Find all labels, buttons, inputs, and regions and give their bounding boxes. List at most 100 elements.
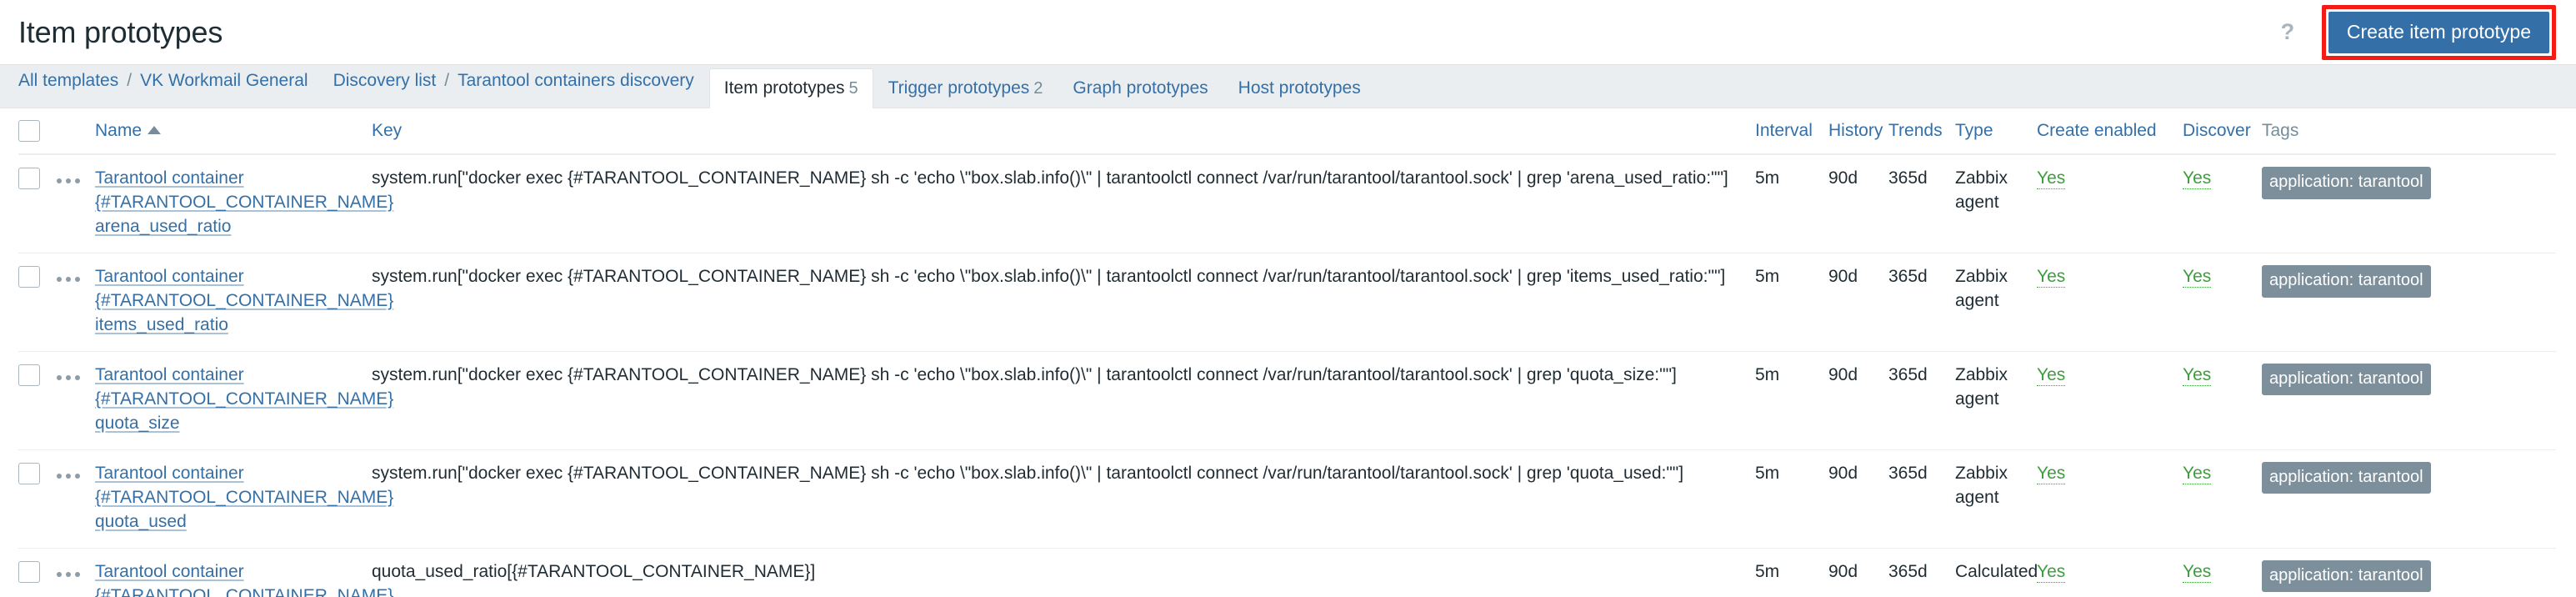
row-select-cell	[18, 449, 57, 549]
item-interval-cell: 5m	[1755, 154, 1828, 253]
row-checkbox[interactable]	[18, 266, 40, 288]
create-item-prototype-button[interactable]: Create item prototype	[2328, 11, 2549, 53]
item-history-cell: 90d	[1828, 154, 1888, 253]
select-all-header	[18, 108, 57, 155]
create-enabled-toggle[interactable]: Yes	[2037, 266, 2066, 288]
discover-toggle[interactable]: Yes	[2183, 364, 2212, 386]
row-context-menu-icon[interactable]	[57, 171, 80, 183]
item-name-link[interactable]: Tarantool container {#TARANTOOL_CONTAINE…	[95, 266, 394, 334]
trends-header[interactable]: Trends	[1888, 108, 1955, 155]
tag-badge[interactable]: application: tarantool	[2262, 559, 2431, 593]
item-interval-cell: 5m	[1755, 449, 1828, 549]
item-key-cell: system.run["docker exec {#TARANTOOL_CONT…	[372, 351, 1755, 450]
help-question-icon[interactable]: ?	[2280, 19, 2295, 44]
create-enabled-toggle[interactable]: Yes	[2037, 364, 2066, 386]
breadcrumb-separator: /	[127, 71, 133, 90]
discover-cell: Yes	[2183, 154, 2262, 253]
create-enabled-toggle[interactable]: Yes	[2037, 561, 2066, 583]
item-key-text: quota_used_ratio[{#TARANTOOL_CONTAINER_N…	[372, 561, 816, 581]
item-trends-cell: 365d	[1888, 253, 1955, 352]
page-header: Item prototypes ? Create item prototype	[0, 0, 2576, 64]
item-name-link[interactable]: Tarantool container {#TARANTOOL_CONTAINE…	[95, 561, 394, 597]
item-name-link[interactable]: Tarantool container {#TARANTOOL_CONTAINE…	[95, 364, 394, 433]
tab-trigger-prototypes-count: 2	[1033, 78, 1043, 98]
item-type-value: Zabbix agent	[1955, 266, 2008, 310]
discover-toggle[interactable]: Yes	[2183, 266, 2212, 288]
create-enabled-toggle[interactable]: Yes	[2037, 168, 2066, 189]
row-menu-cell	[57, 548, 95, 597]
item-type-cell: Zabbix agent	[1955, 351, 2037, 450]
name-header[interactable]: Name	[95, 108, 372, 155]
discover-toggle[interactable]: Yes	[2183, 561, 2212, 583]
create-enabled-cell: Yes	[2037, 154, 2183, 253]
item-key-cell: system.run["docker exec {#TARANTOOL_CONT…	[372, 154, 1755, 253]
item-history-value: 90d	[1828, 168, 1858, 188]
type-header[interactable]: Type	[1955, 108, 2037, 155]
item-interval-value: 5m	[1755, 561, 1780, 581]
item-name-link[interactable]: Tarantool container {#TARANTOOL_CONTAINE…	[95, 168, 394, 236]
discover-header[interactable]: Discover	[2183, 108, 2262, 155]
breadcrumb-item-discovery-list[interactable]: Discovery list	[333, 71, 437, 90]
tags-header-label: Tags	[2262, 121, 2299, 140]
item-tags-cell: application: tarantool	[2262, 351, 2556, 450]
item-key-cell: system.run["docker exec {#TARANTOOL_CONT…	[372, 449, 1755, 549]
discover-cell: Yes	[2183, 253, 2262, 352]
item-type-value: Zabbix agent	[1955, 168, 2008, 212]
table-row: Tarantool container {#TARANTOOL_CONTAINE…	[18, 449, 2556, 549]
key-header[interactable]: Key	[372, 108, 1755, 155]
tab-host-prototypes-label: Host prototypes	[1238, 78, 1361, 98]
create-enabled-toggle[interactable]: Yes	[2037, 463, 2066, 484]
key-header-label: Key	[372, 121, 403, 140]
tab-host-prototypes[interactable]: Host prototypes	[1223, 68, 1376, 108]
breadcrumb-item-all-templates[interactable]: All templates	[18, 71, 119, 90]
row-select-cell	[18, 253, 57, 352]
breadcrumb-separator-2: /	[444, 71, 450, 90]
row-context-menu-icon[interactable]	[57, 368, 80, 380]
breadcrumb-item-discovery-rule[interactable]: Tarantool containers discovery	[458, 71, 694, 90]
row-checkbox[interactable]	[18, 561, 40, 584]
row-checkbox[interactable]	[18, 463, 40, 485]
row-context-menu-icon[interactable]	[57, 269, 80, 282]
create-enabled-header[interactable]: Create enabled	[2037, 108, 2183, 155]
tab-item-prototypes-label: Item prototypes	[723, 78, 845, 98]
tag-badge[interactable]: application: tarantool	[2262, 461, 2431, 494]
navigation-bar: All templates / VK Workmail General Disc…	[0, 64, 2576, 108]
item-tags-cell: application: tarantool	[2262, 548, 2556, 597]
item-trends-cell: 365d	[1888, 449, 1955, 549]
breadcrumb: All templates / VK Workmail General Disc…	[18, 65, 694, 108]
tags-header: Tags	[2262, 108, 2556, 155]
item-history-value: 90d	[1828, 561, 1858, 581]
row-checkbox[interactable]	[18, 168, 40, 190]
row-select-cell	[18, 351, 57, 450]
row-context-menu-icon[interactable]	[57, 564, 80, 577]
history-header-label: History	[1828, 121, 1883, 140]
item-name-cell: Tarantool container {#TARANTOOL_CONTAINE…	[95, 351, 393, 450]
tag-badge[interactable]: application: tarantool	[2262, 167, 2431, 199]
history-header[interactable]: History	[1828, 108, 1888, 155]
create-button-highlight: Create item prototype	[2321, 4, 2556, 60]
discover-toggle[interactable]: Yes	[2183, 168, 2212, 189]
row-menu-cell	[57, 154, 95, 253]
item-name-cell: Tarantool container {#TARANTOOL_CONTAINE…	[95, 449, 393, 549]
row-checkbox[interactable]	[18, 364, 40, 387]
item-type-cell: Zabbix agent	[1955, 253, 2037, 352]
interval-header[interactable]: Interval	[1755, 108, 1828, 155]
row-context-menu-icon[interactable]	[57, 466, 80, 479]
item-interval-cell: 5m	[1755, 253, 1828, 352]
item-name-link[interactable]: Tarantool container {#TARANTOOL_CONTAINE…	[95, 463, 394, 531]
item-trends-value: 365d	[1888, 561, 1928, 581]
select-all-checkbox[interactable]	[18, 120, 40, 142]
discover-header-label: Discover	[2183, 121, 2251, 140]
tab-graph-prototypes[interactable]: Graph prototypes	[1058, 68, 1223, 108]
create-enabled-cell: Yes	[2037, 253, 2183, 352]
breadcrumb-item-template[interactable]: VK Workmail General	[140, 71, 308, 90]
discover-toggle[interactable]: Yes	[2183, 463, 2212, 484]
tag-badge[interactable]: application: tarantool	[2262, 264, 2431, 298]
item-type-cell: Zabbix agent	[1955, 449, 2037, 549]
tag-badge[interactable]: application: tarantool	[2262, 363, 2431, 396]
item-tags-cell: application: tarantool	[2262, 449, 2556, 549]
item-type-value: Zabbix agent	[1955, 463, 2008, 507]
item-trends-value: 365d	[1888, 463, 1928, 483]
